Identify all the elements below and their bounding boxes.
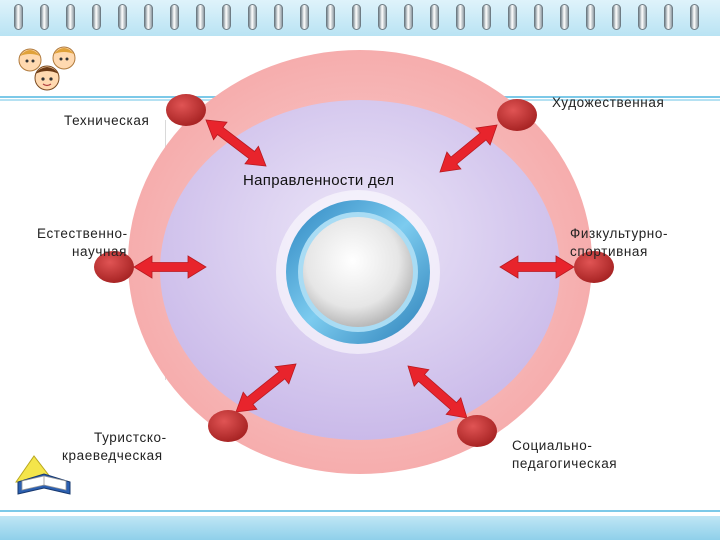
binder-ring xyxy=(40,4,49,30)
arrow-sports xyxy=(499,255,575,279)
arrow-social xyxy=(407,365,468,419)
label-social-line1: Социально- xyxy=(512,438,593,453)
binder-ring xyxy=(690,4,699,30)
arrows-group xyxy=(133,119,575,419)
binder-ring xyxy=(456,4,465,30)
node-artistic xyxy=(497,99,537,131)
binder-ring xyxy=(66,4,75,30)
binder-ring xyxy=(508,4,517,30)
binder-ring xyxy=(170,4,179,30)
binder-ring xyxy=(404,4,413,30)
divider-line xyxy=(0,510,720,512)
binder-ring xyxy=(326,4,335,30)
label-sports-line1: Физкультурно- xyxy=(570,226,669,241)
binder-ring xyxy=(118,4,127,30)
node-sports xyxy=(574,251,614,283)
footer-band xyxy=(0,516,720,540)
binder-ring xyxy=(534,4,543,30)
arrow-technical xyxy=(205,119,267,167)
binder-ring xyxy=(196,4,205,30)
binder-ring xyxy=(300,4,309,30)
binder-ring xyxy=(144,4,153,30)
node-technical xyxy=(166,94,206,126)
binder-ring xyxy=(664,4,673,30)
binder-ring xyxy=(378,4,387,30)
binder-ring xyxy=(352,4,361,30)
nodes-group xyxy=(94,94,614,447)
binder-rings xyxy=(0,4,720,32)
binder-ring xyxy=(274,4,283,30)
label-tourism-line2: краеведческая xyxy=(62,448,163,463)
binder-ring xyxy=(222,4,231,30)
label-social-line2: педагогическая xyxy=(512,456,618,471)
node-social xyxy=(457,415,497,447)
binder-ring xyxy=(612,4,621,30)
center-core xyxy=(303,217,413,327)
arrow-artistic xyxy=(439,124,498,173)
label-sports-line2: спортивная xyxy=(570,244,648,259)
arrow-natural-science xyxy=(133,255,207,279)
label-natural-science-line1: Естественно- xyxy=(37,226,128,241)
binder-ring xyxy=(248,4,257,30)
binder-ring xyxy=(430,4,439,30)
binder-ring xyxy=(14,4,23,30)
binder-ring xyxy=(560,4,569,30)
book-icon xyxy=(15,455,71,495)
binder-ring xyxy=(482,4,491,30)
label-tourism-line1: Туристско- xyxy=(94,430,167,445)
arrow-tourism xyxy=(235,363,297,413)
binder-ring xyxy=(586,4,595,30)
node-natural-science xyxy=(94,251,134,283)
binder-ring xyxy=(92,4,101,30)
node-tourism xyxy=(208,410,248,442)
label-artistic: Художественная xyxy=(552,95,665,110)
label-technical: Техническая xyxy=(64,113,150,128)
label-natural-science-line2: научная xyxy=(72,244,128,259)
center-title: Направленности дел xyxy=(243,172,395,189)
binder-ring xyxy=(638,4,647,30)
children-icon xyxy=(18,46,76,91)
